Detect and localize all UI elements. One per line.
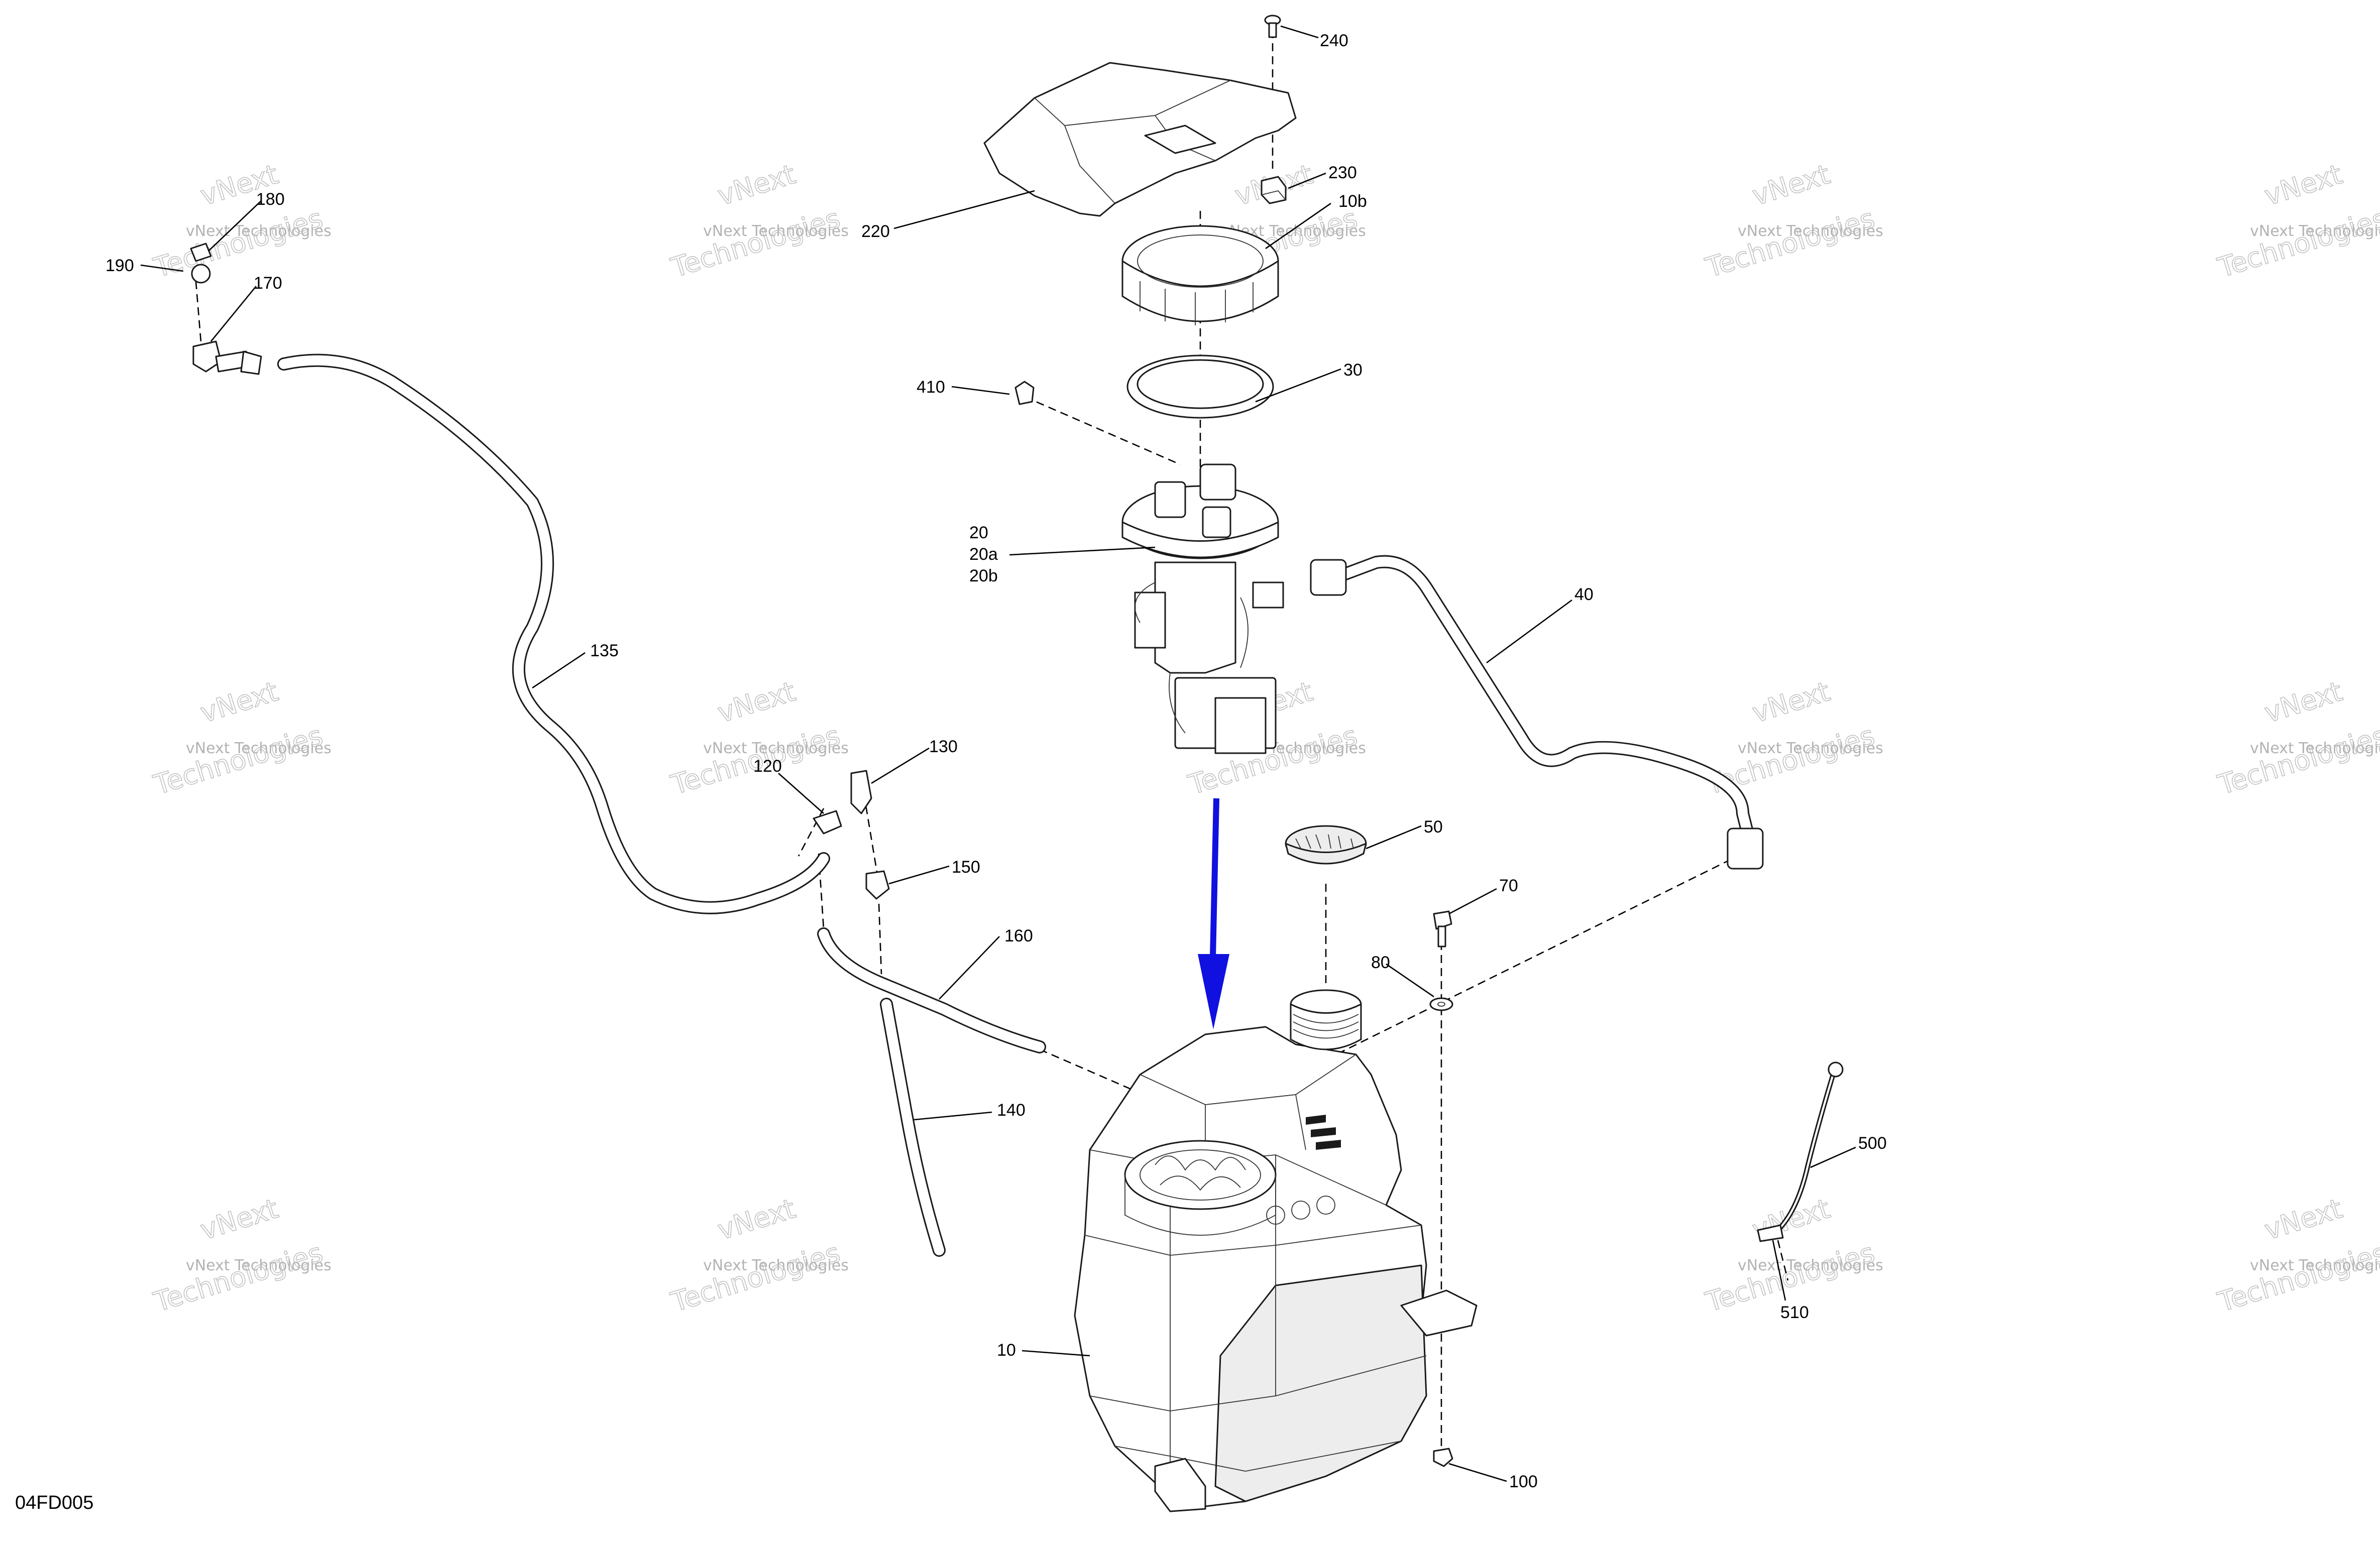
figure-id: 04FD005 — [15, 1492, 93, 1513]
callout-150: 150 — [952, 858, 980, 877]
watermark: vNext vNext Technologies Technologies — [150, 675, 331, 801]
svg-text:vNext: vNext — [714, 158, 799, 211]
svg-text:vNext: vNext — [2261, 675, 2346, 729]
svg-text:vNext Technologies: vNext Technologies — [1738, 222, 1883, 240]
svg-text:Technologies: Technologies — [2214, 1237, 2380, 1318]
callout-410: 410 — [917, 378, 945, 397]
filter-cap-50 — [1285, 825, 1367, 865]
hose-140 — [880, 998, 946, 1257]
callout-130: 130 — [929, 737, 958, 756]
svg-text:vNext Technologies: vNext Technologies — [2250, 1257, 2380, 1274]
callout-100: 100 — [1509, 1472, 1538, 1491]
callout-230: 230 — [1328, 163, 1357, 182]
callout-30: 30 — [1343, 361, 1363, 380]
callout-510: 510 — [1780, 1303, 1809, 1322]
svg-text:vNext: vNext — [1749, 675, 1834, 729]
watermark: vNext vNext Technologies Technologies — [667, 675, 849, 801]
callout-50: 50 — [1424, 817, 1443, 837]
svg-text:vNext Technologies: vNext Technologies — [1738, 740, 1883, 757]
clip-410 — [1014, 381, 1035, 405]
callout-240: 240 — [1320, 31, 1348, 50]
watermark: vNext vNext Technologies Technologies — [1702, 158, 1883, 284]
callout-labels: 240 230 220 10b 180 190 170 30 410 20 20… — [105, 31, 1887, 1491]
fuel-pump-module-20 — [1121, 463, 1284, 754]
svg-text:vNext: vNext — [1749, 158, 1834, 211]
callout-160: 160 — [1004, 926, 1033, 945]
svg-text:vNext Technologies: vNext Technologies — [186, 1257, 331, 1274]
fuel-tank-10 — [1074, 989, 1478, 1512]
svg-text:vNext: vNext — [197, 1193, 282, 1246]
svg-text:vNext Technologies: vNext Technologies — [2250, 222, 2380, 240]
fuel-line-40 — [1310, 555, 1764, 870]
svg-text:vNext Technologies: vNext Technologies — [186, 740, 331, 757]
svg-text:vNext: vNext — [714, 1193, 799, 1246]
callout-140: 140 — [997, 1101, 1026, 1120]
svg-text:Technologies: Technologies — [150, 1237, 326, 1318]
watermark: vNext vNext Technologies Technologies — [2214, 1192, 2380, 1318]
svg-text:Technologies: Technologies — [1702, 202, 1878, 284]
clip-nut-230 — [1261, 176, 1287, 204]
bolt-70 — [1433, 910, 1452, 947]
callout-80: 80 — [1371, 953, 1390, 972]
svg-text:vNext Technologies: vNext Technologies — [186, 222, 331, 240]
watermark: vNext vNext Technologies Technologies — [2214, 158, 2380, 284]
assembly-lines — [195, 30, 1789, 1456]
callout-20a: 20a — [969, 545, 998, 564]
assembly-direction-arrow — [1198, 798, 1229, 1029]
svg-text:vNext Technologies: vNext Technologies — [703, 1257, 849, 1274]
valve-fittings — [813, 770, 890, 900]
callout-10: 10 — [997, 1341, 1016, 1360]
callout-180: 180 — [256, 190, 285, 209]
callout-20: 20 — [969, 523, 988, 542]
svg-text:vNext Technologies: vNext Technologies — [703, 222, 849, 240]
screw-240 — [1264, 15, 1281, 38]
heat-shield-220 — [983, 62, 1297, 217]
vent-hose-135 — [277, 353, 830, 914]
hose-160 — [817, 927, 1046, 1053]
leader-lines — [140, 25, 1856, 1482]
svg-text:Technologies: Technologies — [2214, 202, 2380, 284]
watermark: vNext vNext Technologies Technologies — [667, 158, 849, 284]
svg-text:vNext Technologies: vNext Technologies — [703, 740, 849, 757]
svg-text:Technologies: Technologies — [150, 202, 326, 284]
gasket-30 — [1126, 354, 1274, 419]
svg-text:vNext: vNext — [2261, 158, 2346, 211]
callout-190: 190 — [105, 256, 134, 275]
callout-40: 40 — [1574, 585, 1594, 604]
svg-text:vNext Technologies: vNext Technologies — [2250, 740, 2380, 757]
nut-100 — [1433, 1448, 1453, 1467]
lock-ring-10b — [1121, 225, 1279, 325]
svg-text:vNext: vNext — [714, 675, 799, 729]
washer-80 — [1429, 997, 1453, 1011]
watermark: vNext vNext Technologies Technologies — [2214, 675, 2380, 801]
svg-text:Technologies: Technologies — [150, 720, 326, 801]
svg-text:Technologies: Technologies — [667, 202, 844, 284]
callout-500: 500 — [1858, 1134, 1887, 1153]
callout-70: 70 — [1499, 876, 1518, 895]
svg-text:vNext: vNext — [2261, 1193, 2346, 1246]
svg-text:Technologies: Technologies — [2214, 720, 2380, 801]
svg-text:vNext: vNext — [197, 675, 282, 729]
watermark: vNext vNext Technologies Technologies — [667, 1192, 849, 1318]
vent-fittings — [190, 243, 262, 375]
svg-text:vNext Technologies: vNext Technologies — [1738, 1257, 1883, 1274]
svg-text:Technologies: Technologies — [667, 1237, 844, 1318]
callout-20b: 20b — [969, 566, 998, 585]
watermark: vNext vNext Technologies Technologies — [150, 1192, 331, 1318]
callout-120: 120 — [753, 757, 782, 776]
callout-135: 135 — [590, 641, 619, 660]
ground-wire-500 — [1757, 1061, 1844, 1242]
callout-10b: 10b — [1338, 192, 1367, 211]
callout-170: 170 — [254, 274, 282, 293]
callout-220: 220 — [861, 222, 890, 241]
